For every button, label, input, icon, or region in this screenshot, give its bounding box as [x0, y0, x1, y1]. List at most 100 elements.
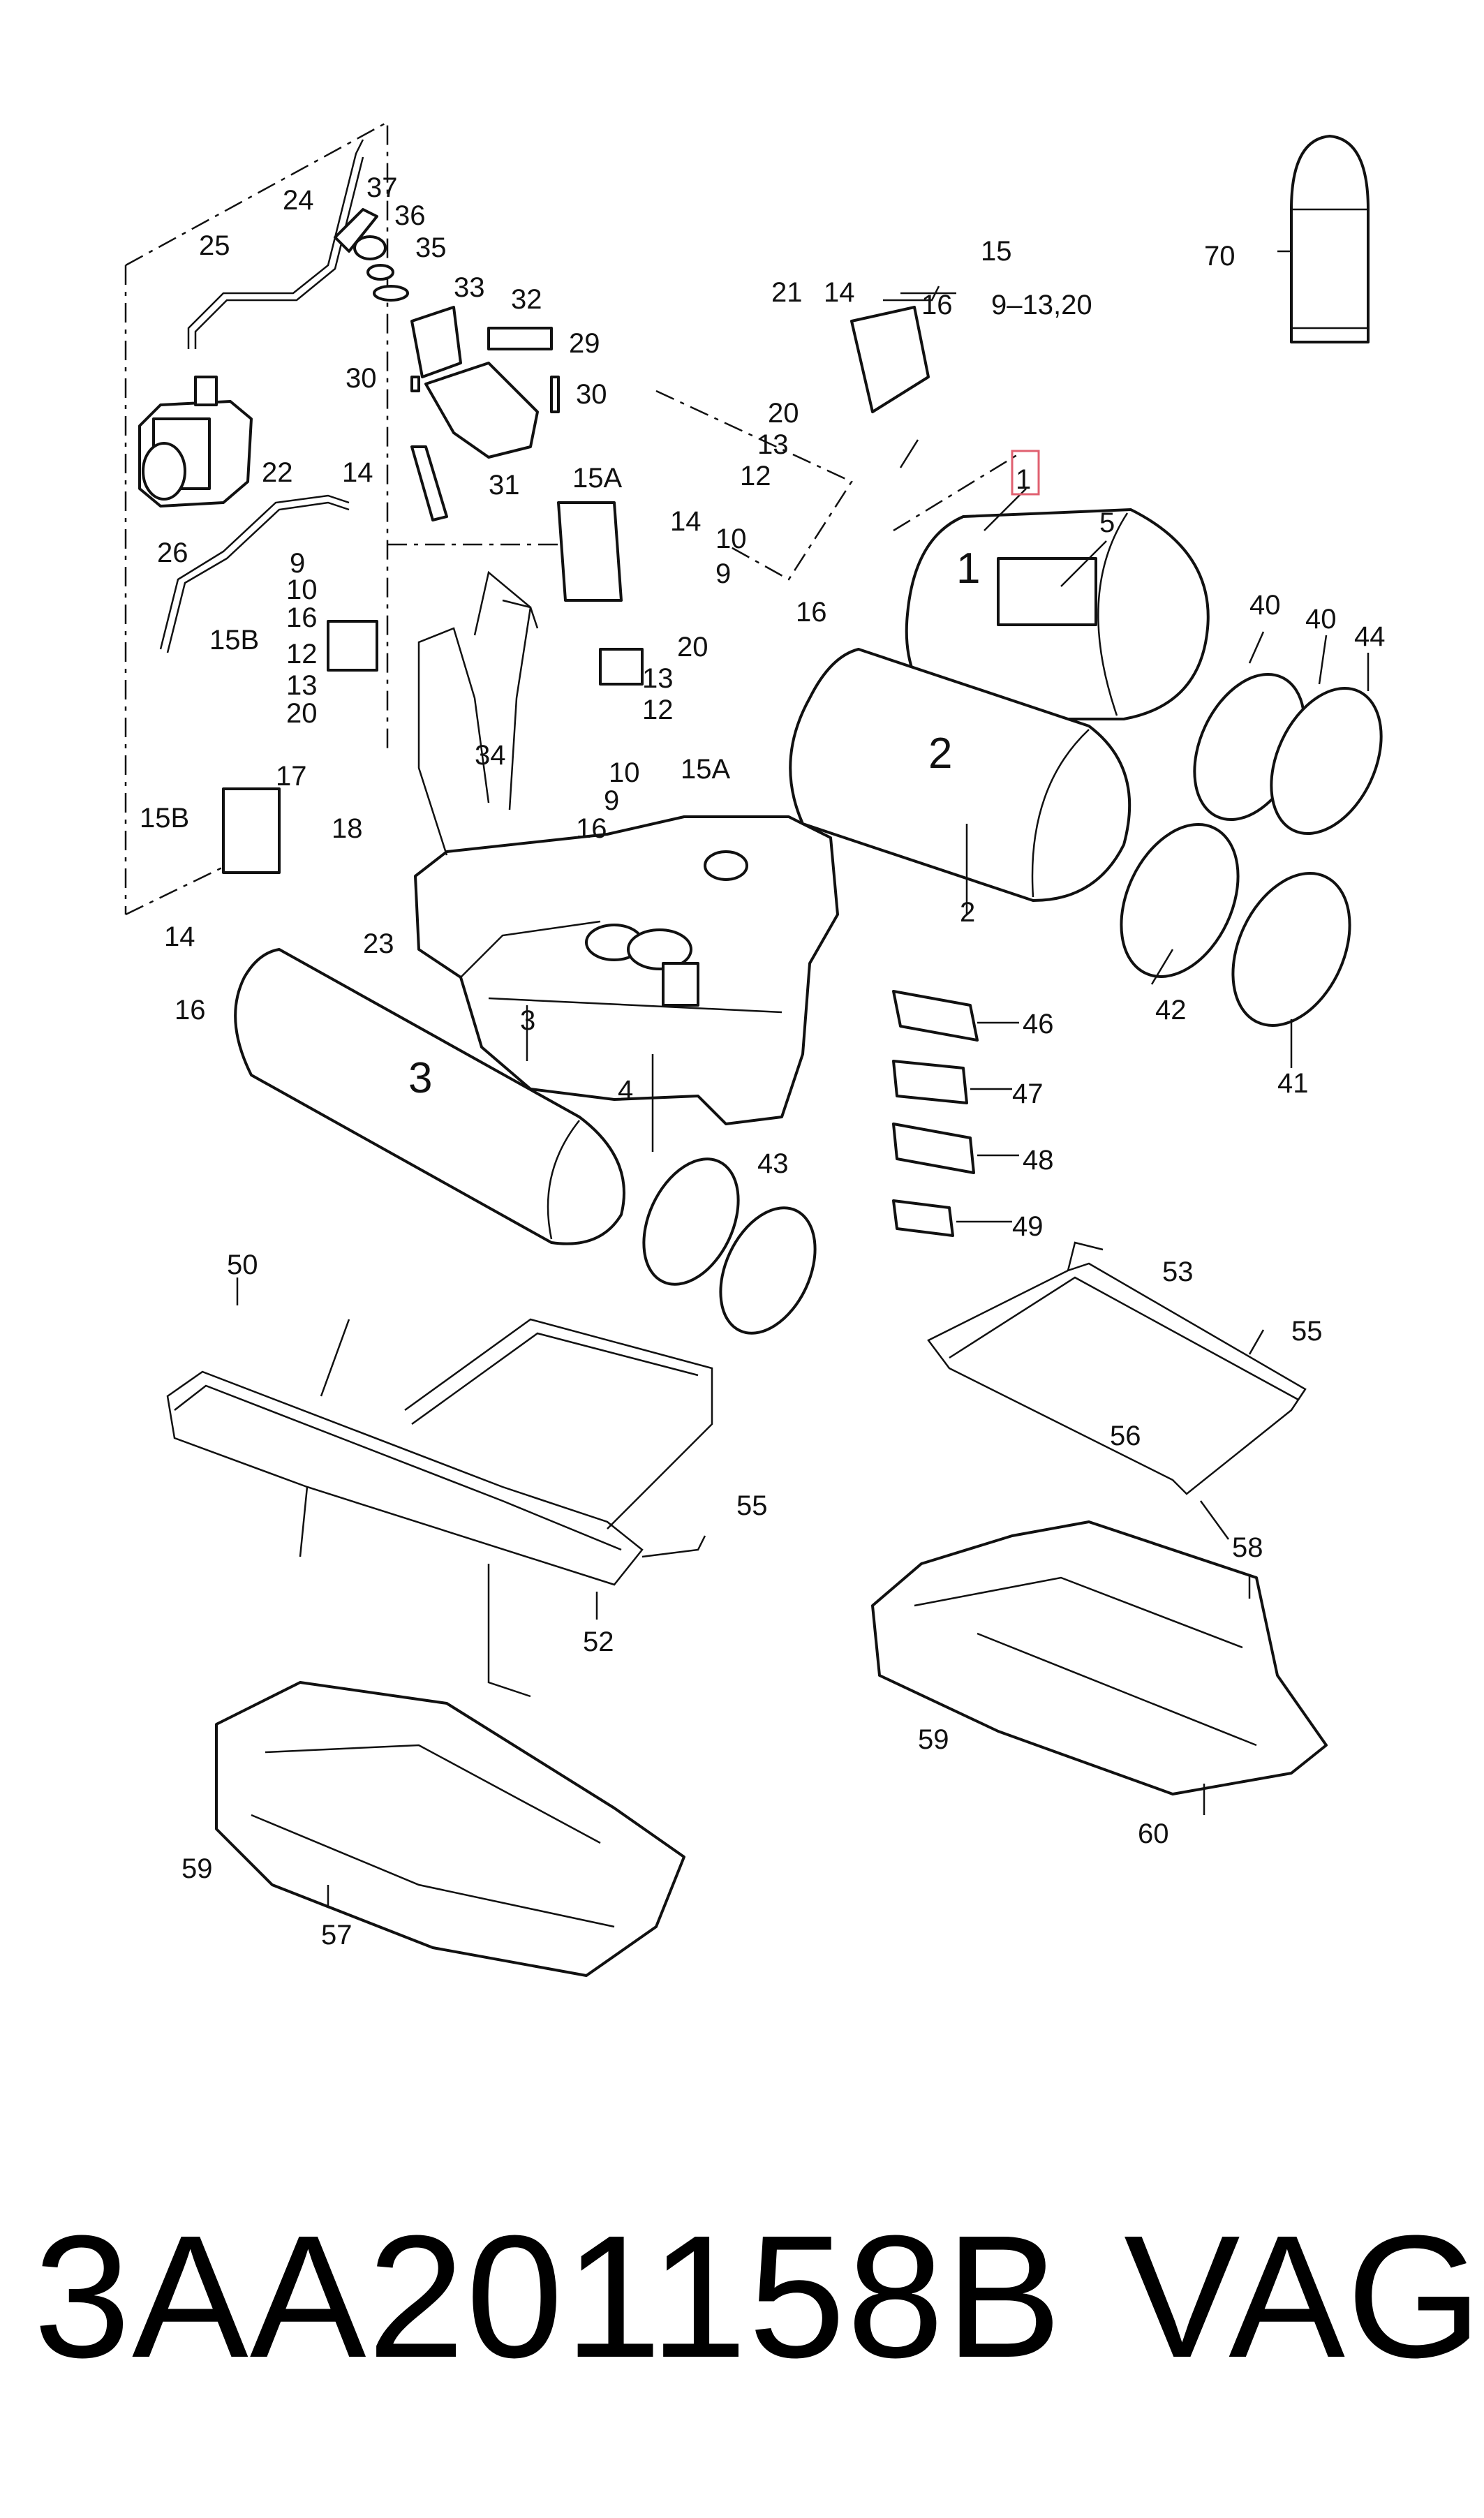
callout: 58 — [1232, 1532, 1263, 1563]
callout: 44 — [1354, 621, 1386, 652]
gas-cylinder-1 — [905, 508, 1210, 720]
callout: 12 — [286, 639, 318, 669]
callout: 40 — [1249, 590, 1281, 621]
callout: 9 — [715, 558, 731, 589]
callout-labels: 25 24 37 36 35 33 32 29 30 30 31 26 22 1… — [140, 172, 1386, 1950]
callout: 23 — [363, 928, 394, 959]
callout: 20 — [768, 398, 799, 429]
callout: 70 — [1204, 241, 1236, 272]
callout: 9 — [604, 785, 619, 816]
callout: 33 — [454, 272, 485, 303]
gas-cylinder-2 — [789, 648, 1131, 902]
callout: 50 — [227, 1250, 258, 1280]
callout: 15A — [681, 754, 730, 785]
callout: 26 — [157, 538, 188, 568]
callout: 43 — [757, 1148, 789, 1179]
tank-2-label: 2 — [928, 730, 952, 778]
callout: 15B — [140, 803, 189, 834]
part-number: 3AA201158B — [34, 2199, 1063, 2394]
callout: 59 — [181, 1853, 213, 1884]
callout: 13 — [642, 663, 674, 694]
callout: 4 — [618, 1075, 633, 1106]
frame-52 — [166, 1318, 713, 1698]
callout: 60 — [1138, 1819, 1169, 1849]
underbody-guard-58 — [871, 1520, 1328, 1795]
callout: 32 — [511, 284, 542, 315]
leader-lines — [236, 250, 1370, 1906]
callout: 13 — [757, 429, 789, 460]
callout: 16 — [175, 995, 206, 1025]
callout: 59 — [918, 1724, 949, 1755]
callout: 10 — [286, 575, 318, 605]
callout: 5 — [1099, 508, 1115, 538]
callout: 1 — [1016, 464, 1031, 495]
callout: 20 — [286, 698, 318, 729]
callout: 25 — [199, 230, 230, 261]
tank-3-label: 3 — [408, 1054, 432, 1102]
pipe-22 — [159, 494, 350, 653]
callout: 16 — [796, 597, 827, 628]
callout: 13 — [286, 670, 318, 701]
callout: 17 — [276, 761, 307, 792]
tank-straps — [642, 673, 1383, 1335]
tank-numbers: 1 2 3 — [408, 545, 980, 1102]
callout: 18 — [332, 813, 363, 844]
callout: 16 — [921, 290, 953, 320]
callout: 22 — [262, 457, 293, 488]
callout: 14 — [342, 457, 373, 488]
underbody-guard-57 — [215, 1681, 685, 1977]
callout: 49 — [1012, 1211, 1044, 1242]
callout: 10 — [715, 524, 747, 554]
callout: 55 — [1291, 1316, 1323, 1347]
tank-1-label: 1 — [956, 545, 980, 593]
clips — [892, 990, 979, 1237]
callout: 14 — [824, 277, 855, 308]
callout: 31 — [489, 470, 520, 501]
regulator-assembly — [334, 208, 560, 521]
pressure-regulator-26 — [138, 139, 364, 508]
fittings — [222, 306, 930, 874]
callout: 30 — [346, 363, 377, 394]
callout: 46 — [1023, 1009, 1054, 1039]
callout: 40 — [1305, 604, 1337, 635]
callout: 42 — [1155, 995, 1187, 1025]
callout: 15A — [572, 463, 622, 494]
callout: 2 — [960, 897, 975, 928]
highlight-box — [1011, 450, 1040, 496]
gas-cylinder-3 — [234, 948, 625, 1245]
callout: 30 — [576, 379, 607, 410]
callout: 29 — [569, 328, 600, 359]
callout: 16 — [286, 602, 318, 633]
callout: 9–13,20 — [991, 290, 1092, 320]
callout: 36 — [394, 200, 426, 231]
cartridge-70 — [1290, 135, 1370, 343]
callout: 48 — [1023, 1145, 1054, 1176]
callout: 12 — [740, 461, 771, 491]
callout: 55 — [736, 1490, 768, 1521]
callout: 9 — [290, 548, 305, 579]
callout: 34 — [475, 740, 506, 771]
callout: 21 — [771, 277, 803, 308]
callout: 20 — [677, 632, 708, 662]
callout: 3 — [520, 1005, 535, 1036]
callout: 10 — [609, 757, 640, 788]
callout: 16 — [576, 813, 607, 844]
callout: 47 — [1012, 1079, 1044, 1109]
callout: 12 — [642, 695, 674, 725]
callout: 24 — [283, 185, 314, 216]
callout: 52 — [583, 1627, 614, 1657]
callout: 41 — [1277, 1068, 1309, 1099]
callout: 53 — [1162, 1257, 1194, 1287]
callout: 37 — [366, 172, 398, 203]
brand-name: VAG — [1124, 2199, 1484, 2394]
callout: 35 — [415, 232, 447, 263]
callout: 56 — [1110, 1421, 1141, 1451]
callout: 57 — [321, 1920, 353, 1950]
callout: 14 — [670, 506, 702, 537]
fuel-tank-4 — [414, 570, 839, 1125]
callout: 14 — [164, 921, 195, 952]
callout: 15 — [981, 236, 1012, 267]
callout: 15B — [209, 625, 259, 656]
frame-53 — [927, 1241, 1307, 1495]
